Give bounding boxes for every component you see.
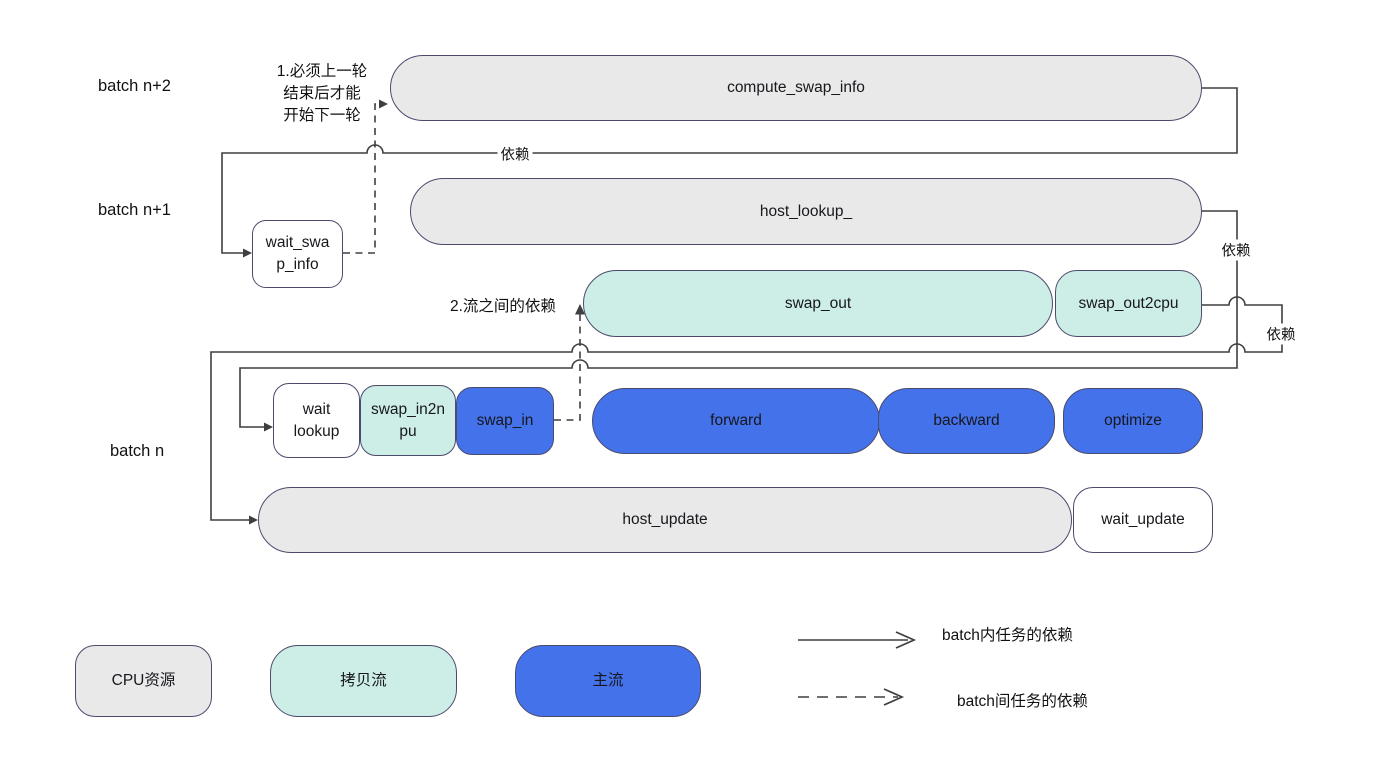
connector-swap-in-to-swap-out	[554, 314, 581, 421]
node-wait-swap-info: wait_swa p_info	[252, 220, 343, 288]
node-optimize: optimize	[1063, 388, 1203, 454]
node-wait-swap-info-line1: wait_swa	[265, 234, 330, 251]
legend-main-stream: 主流	[515, 645, 701, 717]
dependency-label-top: 依赖	[497, 143, 533, 165]
note-line-1: 1.必须上一轮	[276, 63, 368, 80]
node-swap-in2npu: swap_in2n pu	[360, 385, 456, 456]
node-wait-lookup-line2: lookup	[293, 422, 340, 440]
note-inter-batch-rule: 1.必须上一轮 结束后才能 开始下一轮	[268, 61, 376, 127]
note-line-3: 开始下一轮	[283, 107, 361, 124]
node-wait-swap-info-line2: p_info	[276, 256, 319, 273]
dependency-label-right-lower: 依赖	[1263, 323, 1299, 345]
row-label-batch-n: batch n	[110, 442, 165, 460]
row-label-batch-n2: batch n+2	[98, 77, 171, 95]
node-host-lookup: host_lookup_	[410, 178, 1202, 245]
node-wait-lookup: wait lookup	[273, 383, 360, 458]
note-stream-dependency: 2.流之间的依赖	[450, 298, 556, 315]
legend-dashed-arrow-head	[883, 688, 905, 706]
node-swap-in2npu-line1: swap_in2n	[370, 400, 446, 418]
connector-wait-swap-info-to-compute	[343, 103, 378, 254]
legend-label-inter-batch: batch间任务的依赖	[957, 693, 1088, 710]
node-host-update: host_update	[258, 487, 1072, 553]
legend-label-intra-batch: batch内任务的依赖	[942, 627, 1073, 644]
arrowhead-host-update	[249, 515, 258, 525]
connector-host-lookup-to-wait-lookup	[239, 210, 1238, 428]
dependency-label-right-upper: 依赖	[1218, 239, 1254, 261]
arrowhead-wait-lookup	[264, 422, 273, 432]
row-label-batch-n1: batch n+1	[98, 201, 171, 219]
arrowhead-compute-swap-info	[379, 99, 388, 109]
node-swap-in: swap_in	[456, 387, 554, 455]
arrowhead-wait-swap-info	[243, 248, 252, 258]
note-line-2: 结束后才能	[283, 85, 361, 102]
node-swap-out: swap_out	[583, 270, 1053, 337]
node-compute-swap-info: compute_swap_info	[390, 55, 1202, 121]
connector-swap-out2cpu-to-host-update	[210, 296, 1283, 521]
legend-cpu-resource: CPU资源	[75, 645, 212, 717]
node-wait-lookup-line1: wait	[302, 400, 331, 418]
node-backward: backward	[878, 388, 1055, 454]
node-swap-out2cpu: swap_out2cpu	[1055, 270, 1202, 337]
legend-solid-arrow-head	[895, 631, 917, 649]
node-forward: forward	[592, 388, 880, 454]
node-swap-in2npu-line2: pu	[399, 422, 417, 440]
arrowhead-swap-out	[575, 304, 585, 315]
legend-copy-stream: 拷贝流	[270, 645, 457, 717]
node-wait-update: wait_update	[1073, 487, 1213, 553]
